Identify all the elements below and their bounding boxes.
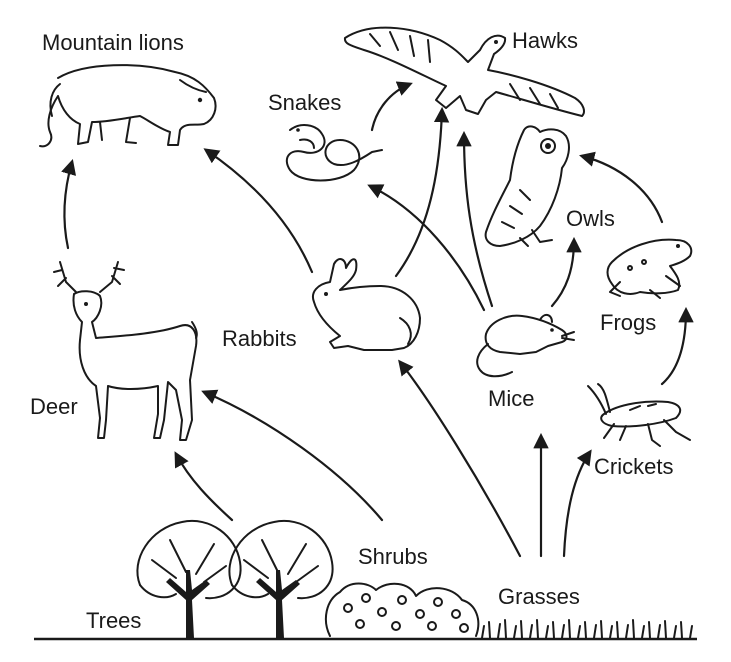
arrow-grasses-to-crickets [562,449,592,558]
arrow-rabbits-to-hawks [394,106,450,278]
label-snakes: Snakes [268,90,341,115]
trees-illustration [136,519,334,638]
arrow-mice-to-hawks [456,130,494,308]
label-rabbits: Rabbits [222,326,297,351]
label-mountain-lions: Mountain lions [42,30,184,55]
owl-illustration [484,125,570,247]
label-grasses: Grasses [498,584,580,609]
arrow-mice-to-snakes [367,184,486,312]
shrubs-illustration [324,582,480,637]
arrow-deer-to-mountain-lions [61,159,77,250]
arrow-crickets-to-frogs [660,306,694,386]
label-crickets: Crickets [594,454,673,479]
rabbit-illustration [312,258,421,351]
mountain-lion-illustration [39,64,217,148]
grasses-illustration [481,619,693,639]
arrow-trees-to-deer [174,451,234,522]
label-owls: Owls [566,206,615,231]
arrow-shrubs-to-deer [201,389,384,522]
label-hawks: Hawks [512,28,578,53]
arrow-snakes-to-hawks [370,81,413,132]
arrow-mice-to-owls [550,236,582,308]
label-trees: Trees [86,608,141,633]
snake-illustration [285,124,383,182]
arrow-frogs-to-owls [579,151,664,224]
arrow-grasses-to-rabbits [398,359,522,558]
mouse-illustration [476,314,575,378]
frog-illustration [606,238,693,299]
label-shrubs: Shrubs [358,544,428,569]
label-mice: Mice [488,386,534,411]
deer-illustration [53,261,198,441]
label-deer: Deer [30,394,78,419]
arrow-rabbits-to-mountain-lions [203,148,314,274]
hawk-illustration [343,26,585,117]
label-frogs: Frogs [600,310,656,335]
cricket-illustration [587,383,691,447]
